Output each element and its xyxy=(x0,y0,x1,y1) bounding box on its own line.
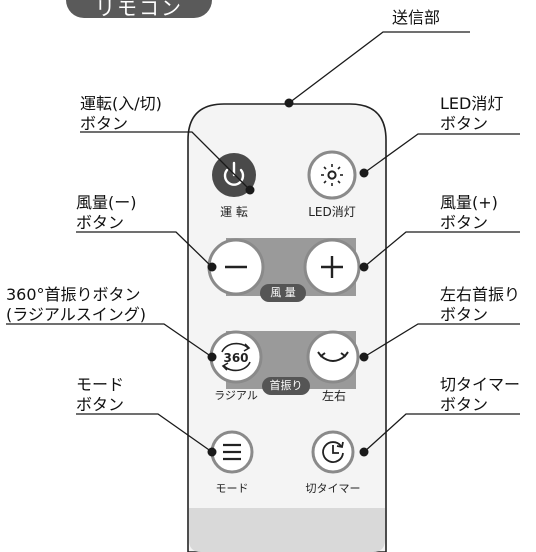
swing-pill-label: 首振り xyxy=(262,377,310,395)
rotate-icon xyxy=(221,342,251,372)
callout-mode-line1: モード xyxy=(76,375,125,394)
dot-fan-minus xyxy=(207,262,217,272)
callout-swing360-line2: (ラジアルスイング) xyxy=(6,305,147,324)
off-timer-button[interactable] xyxy=(311,430,355,474)
swing-arc-icon xyxy=(317,351,349,362)
lr-swing-button[interactable] xyxy=(306,330,360,384)
callout-transmitter: 送信部 xyxy=(392,8,440,28)
callout-fan-minus-line1: 風量(ー) xyxy=(76,193,137,212)
dot-fan-plus xyxy=(359,262,369,272)
timer-button-label: 切タイマー xyxy=(305,482,361,495)
sun-icon xyxy=(321,164,343,186)
callout-swing360: 360°首振りボタン (ラジアルスイング) xyxy=(6,285,146,325)
callout-power: 運転(入/切) ボタン xyxy=(80,94,162,134)
callout-led: LED消灯 ボタン xyxy=(440,94,503,134)
callout-led-line1: LED消灯 xyxy=(440,94,504,113)
fan-pill-label: 風 量 xyxy=(260,284,306,302)
callout-lr-swing-line1: 左右首振り xyxy=(440,285,521,304)
leader-lr-swing xyxy=(363,323,520,358)
plus-icon xyxy=(321,256,343,278)
leader-swing360 xyxy=(6,323,213,358)
leader-power xyxy=(80,131,251,191)
callout-mode-line2: ボタン xyxy=(76,395,125,414)
leader-dots xyxy=(207,98,369,457)
radial-icon-text: 360 xyxy=(223,351,248,365)
mode-button[interactable] xyxy=(210,430,254,474)
led-off-button[interactable] xyxy=(307,150,357,200)
mode-button-label: モード xyxy=(215,482,249,495)
remote-bottom-band xyxy=(189,508,385,552)
callout-timer-line1: 切タイマー xyxy=(440,375,521,394)
leader-led xyxy=(363,133,520,174)
leader-mode xyxy=(76,413,213,453)
callout-fan-plus: 風量(+) ボタン xyxy=(440,193,498,233)
callout-fan-minus-line2: ボタン xyxy=(76,213,125,232)
callout-fan-plus-line1: 風量(+) xyxy=(440,193,498,212)
power-button-label: 運 転 xyxy=(220,205,248,219)
callout-timer-line2: ボタン xyxy=(440,395,489,414)
radial-swing-button[interactable]: 360 xyxy=(209,330,263,384)
power-button[interactable] xyxy=(212,153,256,197)
callout-power-line2: ボタン xyxy=(80,114,129,133)
dot-mode xyxy=(207,447,217,457)
callout-swing360-line1: 360°首振りボタン xyxy=(6,285,141,304)
dot-swing360 xyxy=(207,352,217,362)
callout-lr-swing: 左右首振り ボタン xyxy=(440,285,520,325)
callout-lr-swing-line2: ボタン xyxy=(440,305,489,324)
callout-power-line1: 運転(入/切) xyxy=(80,94,162,113)
callout-timer: 切タイマー ボタン xyxy=(440,375,520,415)
dot-timer xyxy=(359,447,369,457)
fan-minus-button[interactable] xyxy=(207,238,265,296)
lr-button-label: 左右 xyxy=(321,389,346,403)
radial-button-label: ラジアル xyxy=(214,389,258,402)
callout-transmitter-text: 送信部 xyxy=(392,8,441,27)
leader-timer xyxy=(363,413,520,453)
power-icon xyxy=(223,161,245,186)
leader-transmitter xyxy=(288,31,470,104)
callout-fan-minus: 風量(ー) ボタン xyxy=(76,193,137,233)
callout-led-line2: ボタン xyxy=(440,114,489,133)
leader-fan-minus xyxy=(76,231,213,268)
leader-fan-plus xyxy=(363,231,520,268)
dot-lr-swing xyxy=(359,352,369,362)
menu-icon xyxy=(223,443,241,461)
callout-fan-plus-line2: ボタン xyxy=(440,213,489,232)
dot-transmitter xyxy=(284,98,294,108)
title-text: リモコン xyxy=(95,0,183,20)
clock-icon xyxy=(322,441,344,463)
led-button-label: LED消灯 xyxy=(308,205,356,219)
dot-led xyxy=(359,168,369,178)
leader-lines xyxy=(6,31,520,453)
fan-plus-button[interactable] xyxy=(303,238,361,296)
callout-mode: モード ボタン xyxy=(76,375,124,415)
title-tab: リモコン xyxy=(66,0,212,20)
dot-power xyxy=(245,185,255,195)
